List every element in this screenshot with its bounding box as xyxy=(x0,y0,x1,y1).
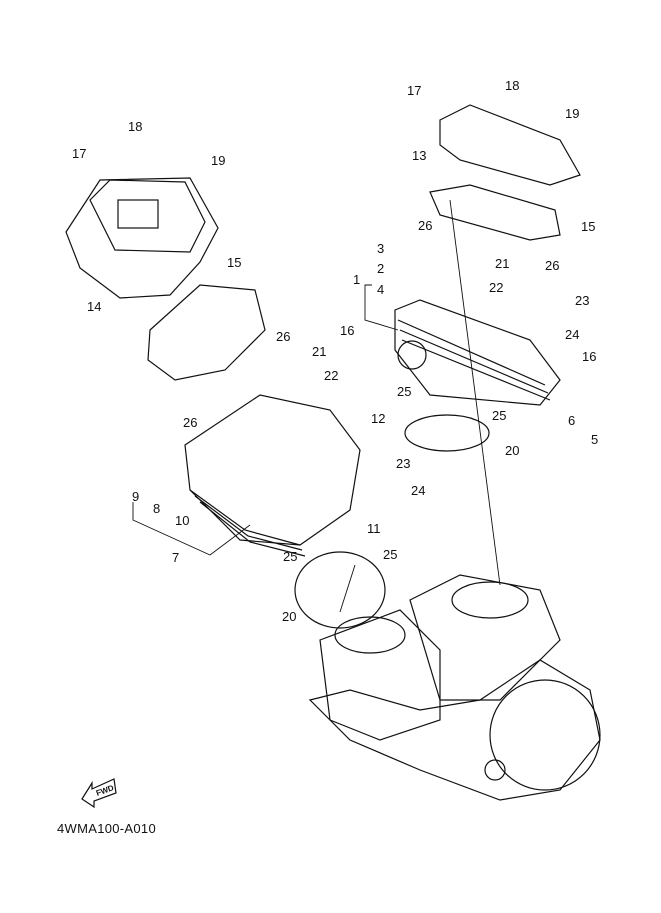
gasket-rear xyxy=(147,284,266,381)
callout-22-front: 22 xyxy=(489,280,504,295)
callout-12: 12 xyxy=(371,411,386,426)
callout-18-front: 18 xyxy=(505,78,520,93)
callout-15-front: 15 xyxy=(581,219,596,234)
leader-lines xyxy=(132,199,501,613)
callout-10: 10 xyxy=(175,513,190,528)
callout-24-rear: 24 xyxy=(411,483,426,498)
callout-3: 3 xyxy=(377,241,385,256)
callout-1: 1 xyxy=(353,272,361,287)
callout-22-rear: 22 xyxy=(324,368,339,383)
head-cover-front xyxy=(439,104,581,186)
callout-25-rear-a: 25 xyxy=(283,549,298,564)
cylinder-head-front xyxy=(394,299,561,406)
callout-5: 5 xyxy=(591,432,599,447)
callout-23-rear: 23 xyxy=(396,456,411,471)
callout-8: 8 xyxy=(153,501,161,516)
callout-15-rear: 15 xyxy=(227,255,242,270)
callout-13: 13 xyxy=(412,148,427,163)
engine-block xyxy=(308,574,601,801)
cylinder-gasket-rear xyxy=(294,551,386,629)
cylinder-head-rear xyxy=(184,394,361,557)
callout-7: 7 xyxy=(172,550,180,565)
callout-26-rear-b: 26 xyxy=(183,415,198,430)
callout-14: 14 xyxy=(87,299,102,314)
diagram-code: 4WMA100-A010 xyxy=(57,821,156,836)
callout-25-front-b: 25 xyxy=(492,408,507,423)
callout-26-rear-a: 26 xyxy=(276,329,291,344)
callout-19-rear: 19 xyxy=(211,153,226,168)
callout-21-front: 21 xyxy=(495,256,510,271)
callout-18-rear: 18 xyxy=(128,119,143,134)
callout-21-rear: 21 xyxy=(312,344,327,359)
callout-6: 6 xyxy=(568,413,576,428)
gasket-front xyxy=(429,184,561,241)
callout-26-front-a: 26 xyxy=(418,218,433,233)
callout-20-rear: 20 xyxy=(282,609,297,624)
callout-25-rear-b: 25 xyxy=(383,547,398,562)
callout-4: 4 xyxy=(377,282,385,297)
callout-16-rear: 16 xyxy=(340,323,355,338)
forward-direction-icon xyxy=(81,778,117,809)
callout-19-front: 19 xyxy=(565,106,580,121)
callout-16-front: 16 xyxy=(582,349,597,364)
callout-9: 9 xyxy=(132,489,140,504)
cylinder-gasket-front xyxy=(404,414,490,452)
callout-26-front-b: 26 xyxy=(545,258,560,273)
callout-17-front: 17 xyxy=(407,83,422,98)
callout-20-front: 20 xyxy=(505,443,520,458)
callout-11: 11 xyxy=(367,521,381,536)
head-cover-rear xyxy=(65,177,219,299)
callout-24-front: 24 xyxy=(565,327,580,342)
callout-25-front-a: 25 xyxy=(397,384,412,399)
callout-23-front: 23 xyxy=(575,293,590,308)
callout-17-rear: 17 xyxy=(72,146,87,161)
callout-2: 2 xyxy=(377,261,385,276)
